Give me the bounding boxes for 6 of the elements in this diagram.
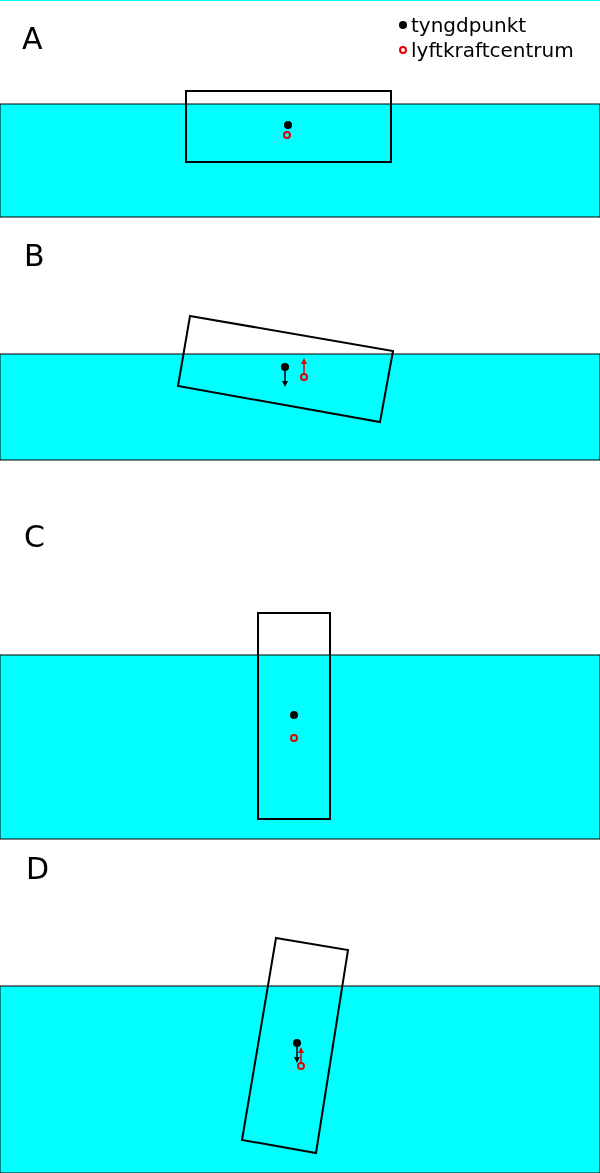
legend-text: lyftkraftcentrum — [411, 38, 574, 62]
panel-letter: B — [24, 239, 45, 273]
legend-text: tyngdpunkt — [411, 13, 527, 37]
panel-letter: C — [24, 520, 45, 554]
panel-letter: A — [22, 22, 43, 56]
panel-letter: D — [26, 852, 50, 886]
